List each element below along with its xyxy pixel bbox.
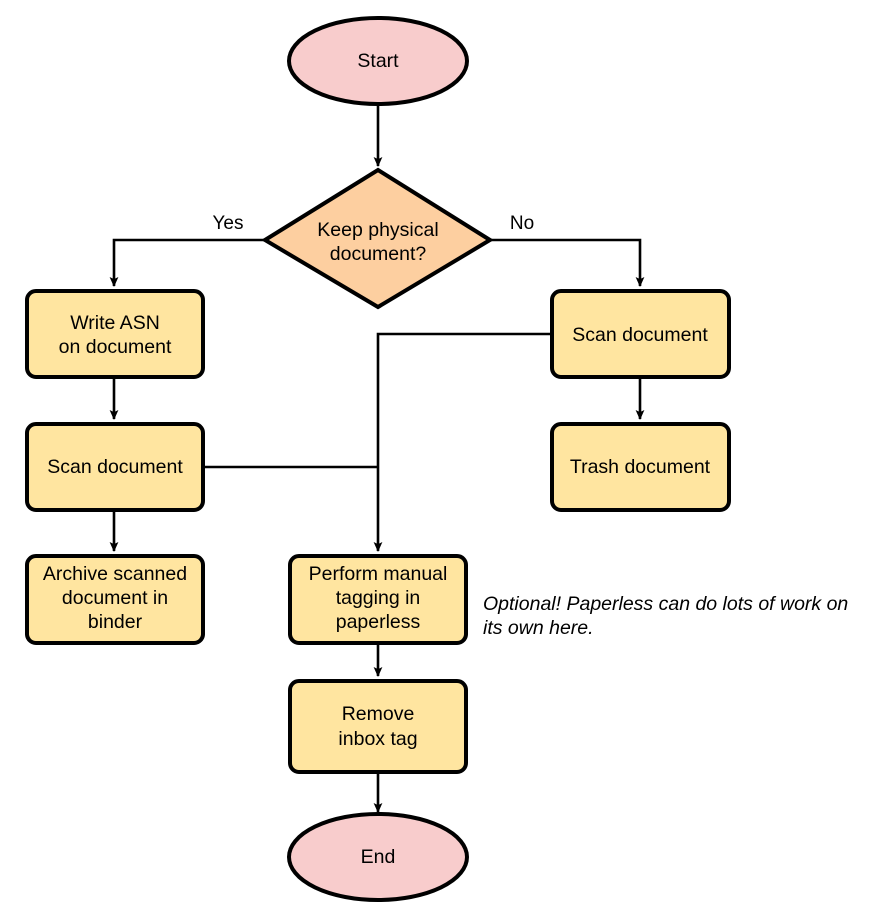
remove-inbox-tag-box-shape — [288, 679, 468, 774]
scan-document-left-box-shape — [25, 422, 205, 512]
end-ellipse-shape — [287, 812, 469, 902]
node-scan-document-right[interactable]: Scan document — [550, 289, 731, 379]
start-ellipse-shape — [287, 16, 469, 106]
manual-tagging-box-shape — [288, 554, 468, 645]
node-write-asn[interactable]: Write ASN on document — [25, 289, 205, 379]
trash-document-box-shape — [550, 422, 731, 512]
decision-diamond-shape — [261, 167, 494, 310]
write-asn-box-shape — [25, 289, 205, 379]
edge-decision-yes-to-write-asn — [109, 238, 265, 287]
annotation-line-1: Optional! Paperless can do lots of work … — [483, 593, 848, 615]
edge-label-yes: Yes — [213, 213, 244, 234]
node-scan-document-left[interactable]: Scan document — [25, 422, 205, 512]
annotation-line-2: its own here. — [483, 617, 594, 639]
edge-scan-right-to-manual-tagging — [373, 332, 552, 552]
edge-decision-no-to-scan-right — [490, 238, 645, 287]
node-remove-inbox-tag[interactable]: Remove inbox tag — [288, 679, 468, 774]
node-end[interactable]: End — [287, 812, 469, 902]
node-trash-document[interactable]: Trash document — [550, 422, 731, 512]
edge-label-no: No — [510, 213, 534, 234]
scan-document-right-box-shape — [550, 289, 731, 379]
node-start[interactable]: Start — [287, 16, 469, 106]
annotation-optional-note: Optional! Paperless can do lots of work … — [483, 593, 848, 639]
node-manual-tagging[interactable]: Perform manual tagging in paperless — [288, 554, 468, 645]
node-archive-in-binder[interactable]: Archive scanned document in binder — [25, 554, 205, 645]
node-decision-keep-physical-document[interactable]: Keep physical document? — [261, 167, 494, 310]
archive-binder-box-shape — [25, 554, 205, 645]
